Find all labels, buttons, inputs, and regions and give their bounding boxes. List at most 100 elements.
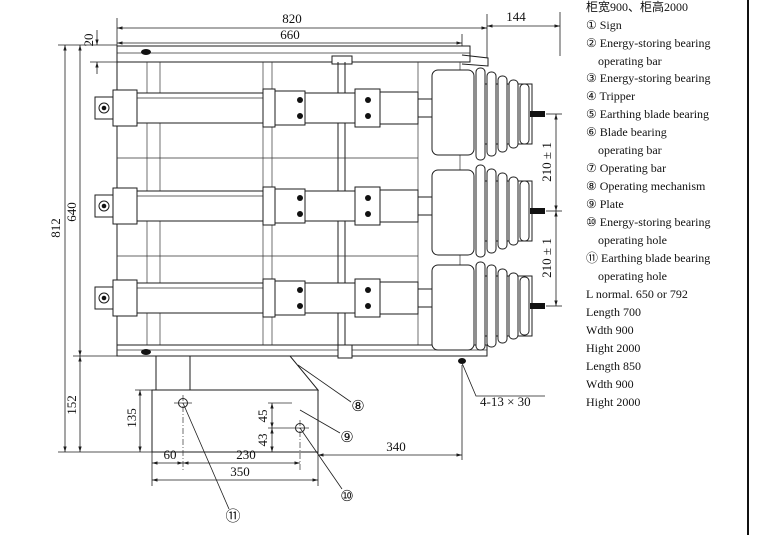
insulator-neck [417, 98, 433, 118]
insulator-block [379, 91, 419, 125]
operating-bar-bottom-block [337, 344, 353, 359]
mechanism-body [189, 355, 320, 391]
insulator-neck [417, 288, 433, 308]
label-640: 640 [64, 202, 79, 222]
legend-line: ⑪ Earthing blade bearing [586, 251, 710, 265]
insulator-block [379, 189, 419, 223]
bushing-housings [431, 69, 475, 351]
bushing-housing-upper [431, 69, 475, 156]
legend-line: ⑧ Operating mechanism [586, 179, 706, 193]
mounting-slot [141, 49, 151, 55]
parts-legend: 柜宽900、柜高2000 ① Sign ② Energy-storing bea… [586, 0, 711, 409]
label-152: 152 [64, 395, 79, 415]
callout-leader [299, 427, 343, 490]
top-rail-end [461, 54, 489, 67]
pole-assembly-middle [94, 186, 433, 226]
legend-line: ⑥ Blade bearing [586, 125, 667, 139]
bolt [297, 303, 303, 309]
label-812: 812 [48, 218, 63, 238]
bushing-rib [519, 83, 530, 145]
legend-line: operating bar [598, 143, 662, 157]
label-820: 820 [282, 11, 302, 26]
callout-leader [182, 402, 230, 510]
mounting-hole-leader [461, 362, 545, 397]
label-20: 20 [81, 34, 96, 47]
shaft-collar [112, 187, 138, 225]
callout-10: ⑩ [340, 487, 353, 505]
operating-bar-top-block [331, 55, 353, 65]
legend-line: Wdth 900 [586, 377, 634, 391]
pole-cylinder [136, 92, 264, 124]
bushing-housing-middle [431, 169, 475, 256]
legend-line: Hight 2000 [586, 341, 640, 355]
bolt [365, 211, 371, 217]
shaft-collar [112, 279, 138, 317]
bushing-terminal [530, 303, 545, 309]
shaft-collar [112, 89, 138, 127]
mounting-slot [141, 349, 151, 355]
insulator-block [379, 281, 419, 315]
dimension-lines [58, 12, 562, 486]
bushing-rib [475, 67, 486, 161]
ribbed-bushing-upper [475, 67, 545, 161]
bushing-rib [497, 75, 508, 153]
callout-9: ⑨ [340, 428, 353, 446]
label-pole-pitch-upper: 210 ± 1 [539, 142, 554, 182]
connector-block [274, 280, 306, 316]
legend-line: Length 700 [586, 305, 641, 319]
shaft-end-pin [101, 295, 107, 301]
bushing-rib [519, 180, 530, 242]
bolt [365, 113, 371, 119]
shaft-end-pin [101, 105, 107, 111]
mechanism-plate [151, 389, 319, 453]
pole-bracket [262, 88, 276, 128]
label-230: 230 [236, 447, 256, 462]
legend-line: ④ Tripper [586, 89, 635, 103]
label-660: 660 [280, 27, 300, 42]
bushing-rib [486, 168, 497, 254]
label-60: 60 [164, 447, 177, 462]
pole-bracket [262, 278, 276, 318]
bolt [297, 195, 303, 201]
legend-line: ⑨ Plate [586, 197, 624, 211]
bolt [297, 211, 303, 217]
ribbed-bushing-lower [475, 261, 545, 351]
callouts: ⑧ ⑨ ⑩ ⑪ [182, 364, 365, 525]
bushing-rib [497, 268, 508, 344]
bushing-rib [519, 276, 530, 336]
bolt [365, 303, 371, 309]
pole-cylinder [136, 282, 264, 314]
bushing-rib [475, 164, 486, 258]
label-340: 340 [386, 439, 406, 454]
insulator-neck [417, 196, 433, 216]
legend-line: operating hole [598, 269, 667, 283]
bushing-rib [486, 264, 497, 348]
bolt [297, 97, 303, 103]
bolt [365, 287, 371, 293]
callout-8: ⑧ [351, 397, 364, 415]
bushing-rib [508, 176, 519, 246]
ribbed-bushing-middle [475, 164, 545, 258]
bottom-rail [116, 344, 488, 357]
legend-line: Length 850 [586, 359, 641, 373]
label-45: 45 [255, 410, 270, 423]
label-pole-pitch-lower: 210 ± 1 [539, 238, 554, 278]
connector-block [274, 188, 306, 224]
bushing-rib [497, 172, 508, 250]
bolt [297, 113, 303, 119]
operating-mechanism [151, 344, 353, 470]
contact-bracket [354, 186, 381, 226]
bushing-housing-lower [431, 264, 475, 351]
legend-line: ② Energy-storing bearing [586, 36, 711, 50]
top-rail [116, 45, 471, 63]
pole-assembly-upper [94, 88, 433, 128]
pole-bracket [262, 186, 276, 226]
pole-assembly-lower [94, 278, 433, 318]
bushing-rib [475, 261, 486, 351]
pole-cylinder [136, 190, 264, 222]
shaft-end-pin [101, 203, 107, 209]
legend-line: L normal. 650 or 792 [586, 287, 688, 301]
legend-header: 柜宽900、柜高2000 [586, 0, 688, 14]
bushing-rib [508, 272, 519, 340]
